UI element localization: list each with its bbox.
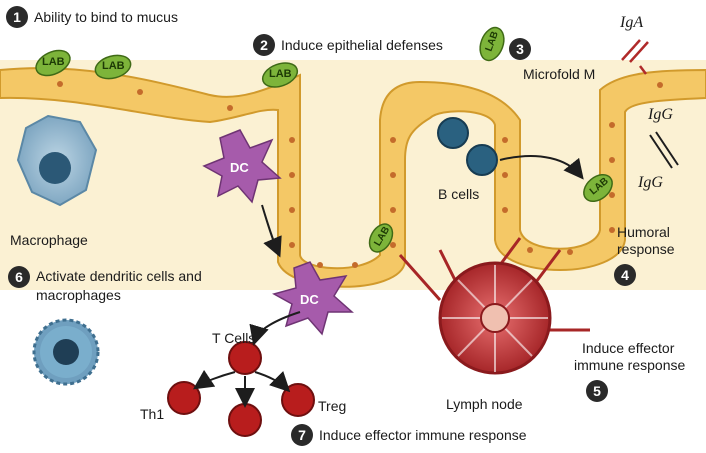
dc-tag: DC	[230, 160, 249, 175]
lymph-node-label: Lymph node	[446, 396, 523, 412]
iga-antibody	[621, 39, 649, 75]
lab-tag: LAB	[42, 56, 65, 68]
step-2-badge: 2	[253, 34, 275, 56]
treg-cell	[281, 383, 315, 417]
lab-bacterium	[94, 54, 132, 80]
step-1-label: Ability to bind to mucus	[34, 9, 178, 25]
t-cells-label: T Cells	[212, 330, 256, 346]
lab-bacterium	[368, 223, 394, 253]
step-6-label-line2: macrophages	[36, 287, 121, 303]
iga-label: IgA	[620, 14, 644, 31]
step-5-label-line2: immune response	[574, 357, 686, 373]
igg-antibody	[649, 131, 679, 169]
step-6-badge: 6	[8, 266, 30, 288]
arrows	[193, 154, 584, 408]
lymph-node	[398, 237, 590, 375]
lab-bacteria	[35, 26, 613, 253]
step-7-label: Induce effector immune response	[319, 427, 527, 443]
humoral-label: Humoral	[617, 224, 670, 240]
epithelium	[0, 67, 706, 288]
lab-bacterium	[261, 62, 299, 88]
igg-label-top: IgG	[648, 106, 673, 123]
lab-tag: LAB	[269, 68, 292, 80]
t-cell-middle	[228, 403, 262, 437]
step-3-label: Microfold M	[523, 66, 596, 82]
b-cell	[437, 117, 469, 149]
b-cells-label: B cells	[438, 186, 480, 202]
dendritic-cell-bottom	[272, 261, 354, 336]
step-1-badge: 1	[6, 6, 28, 28]
lab-bacterium	[583, 173, 613, 203]
t-cell	[228, 341, 262, 375]
igg-label-bottom: IgG	[638, 174, 663, 191]
macrophage-label: Macrophage	[10, 232, 88, 248]
spiky-macrophage	[32, 318, 100, 386]
th1-label: Th1	[140, 406, 165, 422]
step-4-badge: 4	[614, 264, 636, 286]
lab-bacterium	[35, 49, 71, 77]
step-5-badge: 5	[586, 380, 608, 402]
epithelial-nuclei	[57, 81, 663, 268]
dc-tag: DC	[300, 292, 319, 307]
step-3-badge: 3	[509, 38, 531, 60]
dendritic-cell-top	[202, 129, 282, 204]
lab-tag: LAB	[102, 60, 125, 72]
treg-label: Treg	[318, 398, 347, 414]
th1-cell	[167, 381, 201, 415]
macrophage-nucleus	[39, 152, 71, 184]
step-6-label-line1: Activate dendritic cells and	[36, 268, 202, 284]
lab-bacterium	[479, 26, 505, 62]
step-7-badge: 7	[291, 424, 313, 446]
step-2-label: Induce epithelial defenses	[281, 37, 443, 53]
step-5-label-line1: Induce effector	[582, 340, 675, 356]
b-cell	[466, 144, 498, 176]
response-label: response	[617, 241, 675, 257]
